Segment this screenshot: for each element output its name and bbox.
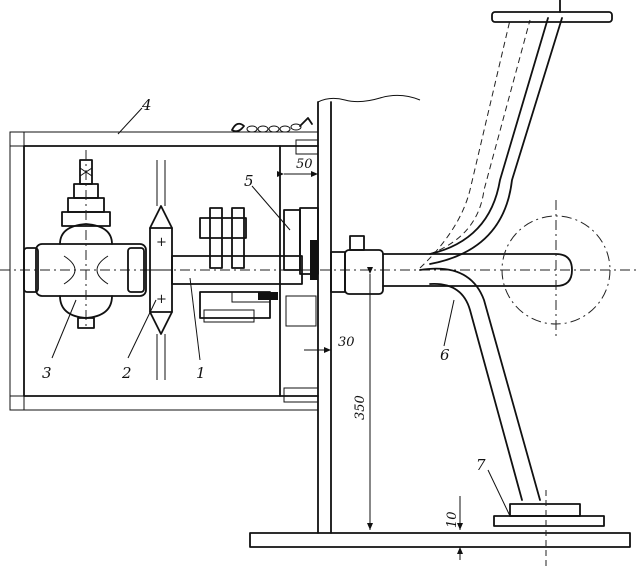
dim-base: 10 [445, 511, 460, 528]
label-part-5: 5 [244, 172, 254, 190]
shaft [171, 207, 317, 327]
label-part-1: 1 [196, 364, 206, 382]
leader-lines [51, 107, 511, 517]
base-plate [249, 532, 631, 548]
label-part-7: 7 [476, 456, 486, 474]
foot-pedal [493, 490, 605, 567]
wall-flange [283, 207, 319, 280]
dim-gap-top: 50 [296, 157, 313, 172]
coupling: + + [149, 160, 173, 380]
pedal-lever [419, 0, 613, 501]
dim-gap-bottom: 30 [338, 335, 355, 350]
outer-bushing [330, 235, 384, 295]
chain [231, 117, 313, 133]
label-part-6: 6 [440, 346, 450, 364]
svg-text:+: + [156, 292, 167, 307]
valve [23, 150, 147, 330]
housing-box [9, 131, 319, 411]
dimension-lines [277, 171, 463, 560]
label-part-3: 3 [42, 364, 52, 382]
lever-shaft [382, 200, 611, 340]
svg-text:+: + [156, 235, 167, 250]
label-part-2: 2 [121, 364, 132, 382]
label-part-4: 4 [141, 96, 152, 114]
dim-height: 350 [353, 395, 368, 420]
